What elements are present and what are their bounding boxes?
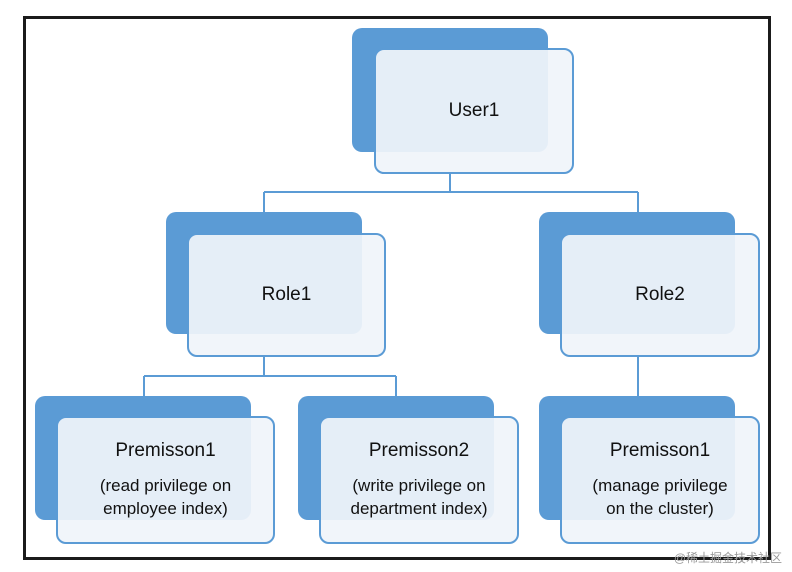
node-perm1-desc-line2: employee index) (103, 498, 228, 518)
node-role2-box: Role2 (560, 233, 760, 357)
node-perm1-box: Premisson1 (read privilege on employee i… (56, 416, 275, 544)
node-user1-box: User1 (374, 48, 574, 174)
node-perm3-title: Premisson1 (609, 440, 711, 462)
node-user1-title: User1 (448, 100, 500, 122)
node-role1-title: Role1 (261, 284, 312, 306)
node-perm1-desc-line1: (read privilege on (99, 475, 232, 495)
edge-role1-perm1 (143, 375, 396, 398)
node-perm1-desc: (read privilege on employee index) (100, 475, 231, 521)
node-perm2-box: Premisson2 (write privilege on departmen… (319, 416, 519, 544)
node-perm3-box: Premisson1 (manage privilege on the clus… (560, 416, 760, 544)
node-perm2-desc: (write privilege on department index) (350, 475, 487, 521)
node-perm2-desc-line2: department index) (350, 498, 488, 518)
node-role2-title: Role2 (635, 284, 685, 306)
node-perm1-title: Premisson1 (115, 440, 216, 462)
node-perm3-desc: (manage privilege on the cluster) (592, 475, 727, 521)
node-perm2-title: Premisson2 (368, 440, 470, 462)
edge-user1-role1 (263, 191, 638, 212)
node-perm3-desc-line2: on the cluster) (606, 498, 714, 518)
watermark: @稀土掘金技术社区 (673, 551, 782, 565)
node-perm3-desc-line1: (manage privilege (592, 475, 728, 495)
node-perm2-desc-line1: (write privilege on (352, 475, 486, 495)
node-role1-box: Role1 (187, 233, 386, 357)
